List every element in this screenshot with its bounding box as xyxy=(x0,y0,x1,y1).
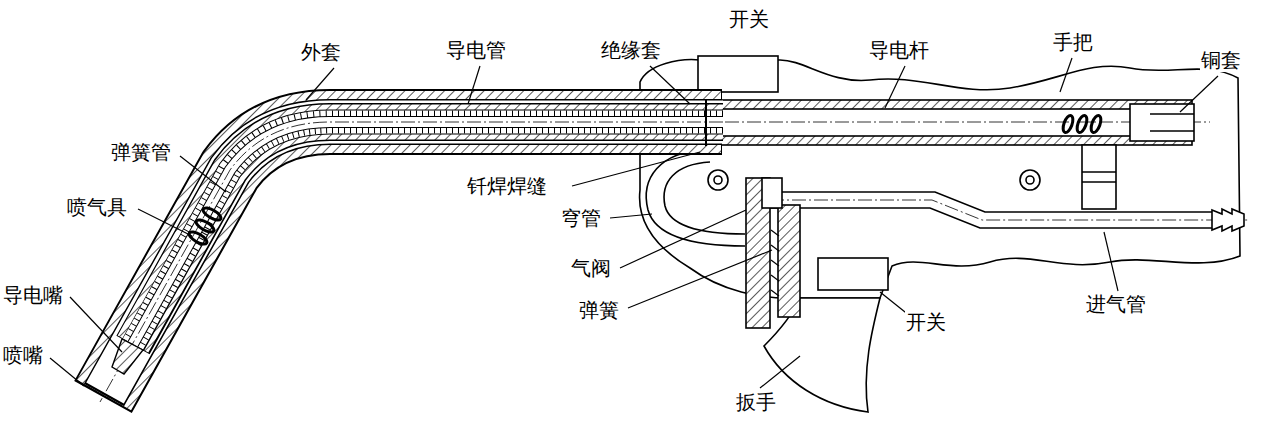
copper-sleeve-line xyxy=(1150,130,1194,132)
leader-line xyxy=(885,66,905,108)
spring-symbol xyxy=(771,230,779,296)
part-label: 扳手 xyxy=(735,390,777,414)
leader-lines xyxy=(50,58,1218,388)
leader-line xyxy=(1104,232,1118,291)
switch-box xyxy=(698,56,778,92)
leader-line xyxy=(610,214,652,218)
part-label: 喷气具 xyxy=(66,195,128,219)
handle-group xyxy=(640,56,1250,412)
leader-line xyxy=(306,68,334,100)
leader-line xyxy=(50,358,84,386)
part-label: 外套 xyxy=(300,40,342,64)
diffuser-coil xyxy=(187,206,222,247)
part-label: 弹簧管 xyxy=(110,140,172,164)
wire-bore xyxy=(133,122,723,344)
part-label: 钎焊焊缝 xyxy=(466,174,548,198)
support xyxy=(1082,145,1116,209)
bent-tube xyxy=(664,162,745,234)
part-label: 绝缘套 xyxy=(600,38,662,62)
valve-head xyxy=(762,178,782,208)
bent-tube xyxy=(646,150,745,246)
conductive-tube xyxy=(133,122,723,345)
part-label: 铜套 xyxy=(1200,48,1242,72)
leader-line xyxy=(1060,58,1072,92)
leader-line xyxy=(628,250,772,308)
leader-line xyxy=(70,297,122,352)
pivot xyxy=(1026,176,1034,184)
leader-line xyxy=(180,156,226,192)
leader-line xyxy=(620,210,746,268)
braze-seam xyxy=(705,100,707,146)
gooseneck-group xyxy=(100,100,723,402)
spring-tube-coil xyxy=(133,122,723,344)
pivot xyxy=(714,176,722,184)
switch-box xyxy=(818,258,888,290)
copper-sleeve-line xyxy=(1150,113,1194,115)
leader-line xyxy=(138,209,192,236)
part-label: 穹管 xyxy=(560,206,602,230)
leader-line xyxy=(650,66,690,104)
conductive-tube xyxy=(133,122,723,344)
part-label: 进气管 xyxy=(1085,292,1147,316)
part-label: 手把 xyxy=(1052,30,1094,54)
valve-body xyxy=(778,205,800,317)
part-label: 导电杆 xyxy=(868,38,930,62)
hose-barb xyxy=(1212,209,1244,231)
copper-sleeve xyxy=(1130,104,1194,141)
part-label: 导电嘴 xyxy=(2,283,64,307)
center-line xyxy=(100,122,723,402)
part-label: 开关 xyxy=(905,310,947,334)
wire-bore xyxy=(133,122,723,344)
spring-tube xyxy=(133,122,723,345)
part-label: 气阀 xyxy=(570,256,612,280)
support-line xyxy=(1082,171,1116,173)
nozzle-bore xyxy=(105,122,723,393)
contact-tip xyxy=(112,339,143,374)
leader-line xyxy=(468,66,480,104)
leader-line xyxy=(760,356,800,388)
pivot xyxy=(708,170,728,190)
handle-outline xyxy=(640,60,1240,299)
rod-body xyxy=(720,100,1192,145)
leader-line xyxy=(572,152,700,186)
inlet-tube xyxy=(760,192,1212,212)
pivot xyxy=(1020,170,1040,190)
part-label: 导电管 xyxy=(445,38,507,62)
leader-line xyxy=(1180,76,1218,112)
spring-tube xyxy=(133,122,723,344)
inlet-tube xyxy=(770,200,1250,220)
outer-sheath xyxy=(103,122,722,397)
coil-marks xyxy=(1061,114,1103,134)
part-label: 弹簧 xyxy=(578,298,620,322)
support-line xyxy=(1082,181,1116,183)
rod-bore xyxy=(720,109,1192,136)
inlet-tube xyxy=(770,208,1212,228)
part-label: 喷嘴 xyxy=(2,343,44,367)
nozzle-bore xyxy=(104,122,722,395)
part-label: 开关 xyxy=(728,7,770,31)
